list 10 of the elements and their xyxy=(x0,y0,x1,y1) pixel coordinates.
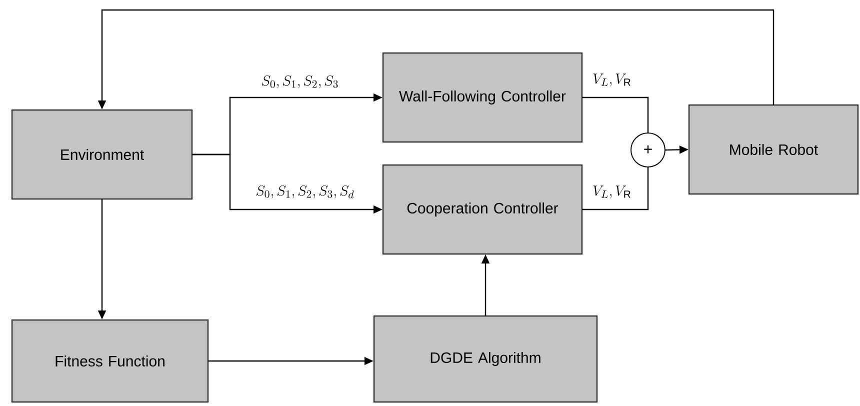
process-box: Mobile Robot xyxy=(688,104,858,194)
process-box: Fitness Function xyxy=(12,320,208,402)
edge-label: $V_L, V_\mathrm{R}$ xyxy=(592,184,632,200)
edge-label: $V_L, V_\mathrm{R}$ xyxy=(592,72,632,88)
process-box: Wall-Following Controller xyxy=(382,52,582,142)
edge-label: $S_0, S_1, S_2, S_3$ xyxy=(260,74,340,90)
process-box: DGDE Algorithm xyxy=(374,316,598,402)
edge-label: $S_0, S_1, S_2, S_3, S_d$ xyxy=(254,184,356,200)
process-box: Environment xyxy=(12,110,192,200)
process-box: Cooperation Controller xyxy=(382,164,582,254)
